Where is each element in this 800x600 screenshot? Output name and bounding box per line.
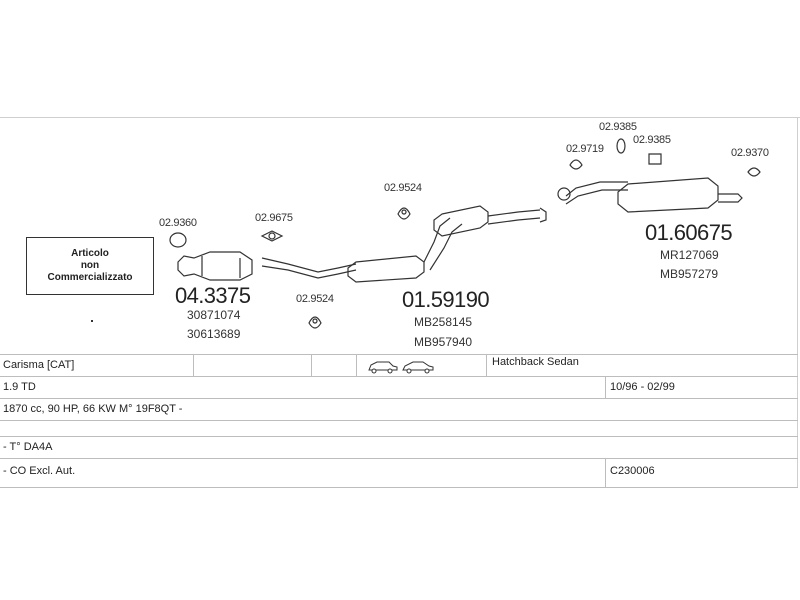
assembly-ref: 30871074 bbox=[187, 308, 241, 322]
vehicle-model: Carisma [CAT] bbox=[3, 359, 75, 371]
vehicle-specs: 1870 cc, 90 HP, 66 KW M° 19F8QT - bbox=[3, 403, 183, 415]
part-code: 02.9675 bbox=[255, 212, 293, 224]
body-icons-cell bbox=[356, 355, 486, 377]
table-cell: Hatchback Sedan bbox=[486, 355, 798, 377]
table-row bbox=[0, 420, 798, 437]
rubber-mount-icon-2 bbox=[308, 316, 322, 329]
dot-mark bbox=[91, 320, 93, 322]
note-line: Articolo bbox=[71, 248, 109, 259]
catalytic-converter-icon bbox=[177, 251, 253, 281]
rubber-hanger-icon-2 bbox=[648, 153, 662, 165]
note-line: Commercializzato bbox=[47, 272, 133, 283]
table-row: 1.9 TD 10/96 - 02/99 bbox=[0, 376, 798, 399]
table-row: - CO Excl. Aut. C230006 bbox=[0, 458, 798, 488]
rubber-mount-icon bbox=[397, 207, 411, 220]
part-code: 02.9360 bbox=[159, 217, 197, 229]
vehicle-engine: 1.9 TD bbox=[3, 381, 36, 393]
centre-silencer-icon bbox=[347, 255, 425, 283]
rubber-hanger-icon-1 bbox=[616, 138, 626, 154]
part-code: 02.9385 bbox=[599, 121, 637, 133]
intermediate-pipe-icon bbox=[261, 257, 357, 273]
table-row: Carisma [CAT] Hatchback Sedan bbox=[0, 354, 798, 377]
table-cell: 10/96 - 02/99 bbox=[605, 377, 798, 399]
note-line: non bbox=[80, 260, 100, 271]
part-code: 02.9719 bbox=[566, 143, 604, 155]
assembly-ref: MB957940 bbox=[414, 335, 473, 349]
exhaust-diagram bbox=[169, 138, 761, 329]
table-row: - T° DA4A bbox=[0, 436, 798, 459]
frame-top-border bbox=[0, 117, 800, 118]
part-code: 02.9370 bbox=[731, 147, 769, 159]
not-available-note: Articolo non Commercializzato bbox=[26, 237, 154, 295]
vehicle-note: - CO Excl. Aut. bbox=[3, 465, 76, 477]
vehicle-body: Hatchback Sedan bbox=[492, 356, 579, 368]
flange-gasket-icon bbox=[260, 230, 284, 242]
rear-silencer-icon bbox=[617, 177, 719, 213]
part-code: 02.9524 bbox=[296, 293, 334, 305]
vehicle-engine-code: - T° DA4A bbox=[3, 441, 53, 453]
assembly-code: 04.3375 bbox=[175, 283, 251, 308]
car-hatchback-icon bbox=[368, 361, 434, 374]
assembly-ref: MB258145 bbox=[414, 315, 473, 329]
table-cell bbox=[193, 355, 311, 377]
table-cell bbox=[311, 355, 356, 377]
assembly-ref: MR127069 bbox=[660, 248, 719, 262]
gasket-small-icon bbox=[569, 159, 583, 170]
assembly-code: 01.60675 bbox=[645, 220, 733, 245]
assembly-ref: MB957279 bbox=[660, 267, 719, 281]
part-code: 02.9385 bbox=[633, 134, 671, 146]
vehicle-years: 10/96 - 02/99 bbox=[610, 381, 675, 393]
table-row: 1870 cc, 90 HP, 66 KW M° 19F8QT - bbox=[0, 398, 798, 421]
catalog-code: C230006 bbox=[610, 465, 655, 477]
frame-right-border bbox=[797, 117, 798, 487]
resonator-icon bbox=[433, 205, 489, 237]
assembly-code: 01.59190 bbox=[402, 287, 490, 312]
gasket-ring-icon bbox=[169, 232, 187, 248]
part-code: 02.9524 bbox=[384, 182, 422, 194]
assembly-ref: 30613689 bbox=[187, 327, 241, 341]
rubber-hanger-icon-3 bbox=[747, 167, 761, 177]
table-cell: C230006 bbox=[605, 459, 798, 487]
